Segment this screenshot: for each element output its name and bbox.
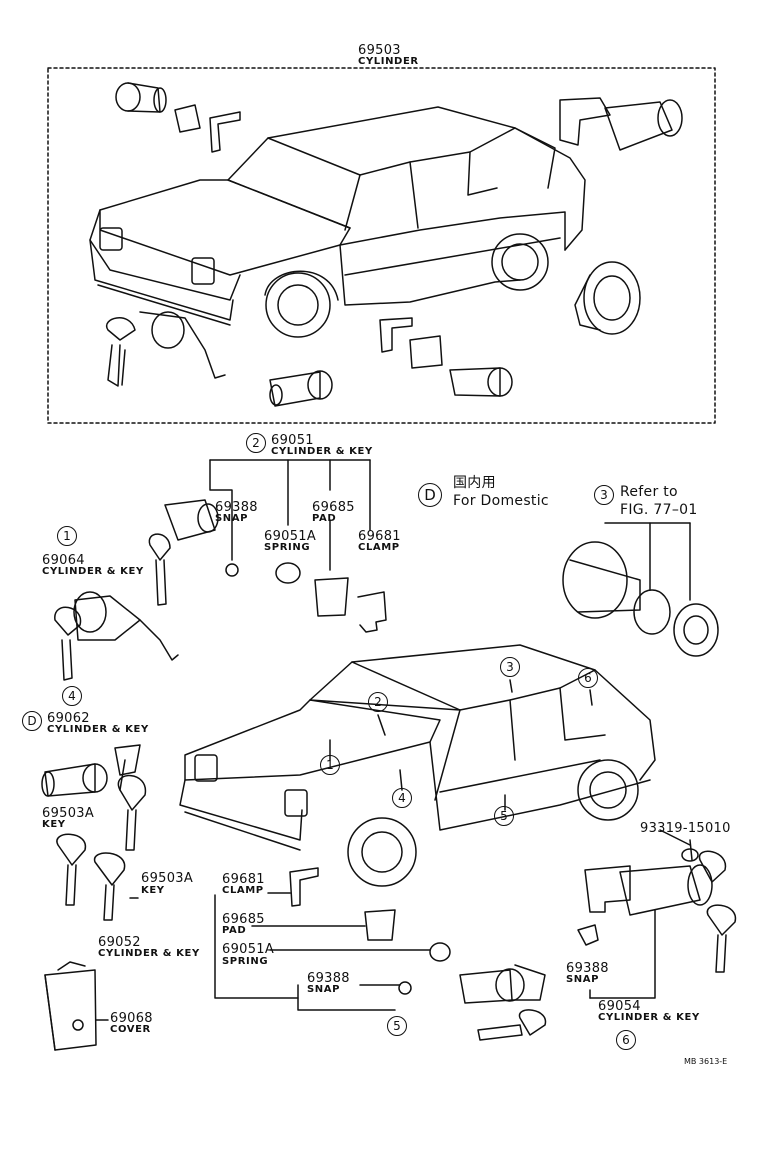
group-1-part-number: 69064 [42,553,85,568]
spring-part-name: SPRING [264,542,311,553]
leader-4 [399,769,403,791]
group-3-artwork [562,522,719,657]
bolt-leader [659,829,691,846]
callout-d-group: D [22,711,42,731]
top-car [89,106,586,338]
leader-6 [589,689,593,706]
leader-3 [509,679,513,693]
legend-japanese-text: 国内用 [453,475,496,491]
g5-pad-part-name: PAD [222,925,247,936]
car-callout-5: 5 [494,806,514,826]
top-dashed-frame [47,67,716,424]
g5-pad-part-number: 69685 [222,912,265,927]
car-callout-2: 2 [368,692,388,712]
g6-snap-part-name: SNAP [566,974,600,985]
legend-english-text: For Domestic [453,493,549,509]
group-2-artwork [148,459,387,633]
group-2-part-number: 69051 [271,433,314,448]
g5-cylinder-part-number: 69052 [98,935,141,950]
g5-spring-part-number: 69051A [222,942,275,957]
group-5-artwork [214,867,547,1041]
g5-cylinder-part-name: CYLINDER & KEY [98,948,200,959]
callout-1-group: 1 [57,526,77,546]
clamp-part-name: CLAMP [358,542,400,553]
g6-snap-part-number: 69388 [566,961,609,976]
cylinder-part-number: 69503 [358,43,401,58]
g5-spring-part-name: SPRING [222,956,269,967]
g6-cylinder-part-number: 69054 [598,999,641,1014]
key-right-part-name: KEY [141,885,165,896]
car-callout-3: 3 [500,657,520,677]
legend-domestic-marker: D [418,483,442,507]
callout-3-group: 3 [594,485,614,505]
cylinder-part-name: CYLINDER [358,56,419,67]
leader-2 [377,714,386,736]
snap-part-name: SNAP [215,513,249,524]
cover-artwork [44,961,109,1051]
key-right-part-number: 69503A [141,871,194,886]
key-left-part-name: KEY [42,819,66,830]
spring-part-number: 69051A [264,529,317,544]
g5-snap-part-number: 69388 [307,971,350,986]
bolt-part-number: 93319-15010 [640,821,731,836]
group-4-part-number: 69062 [47,711,90,726]
callout-5-group: 5 [387,1016,407,1036]
refer-line-1: Refer to [620,484,678,500]
cover-part-number: 69068 [110,1011,153,1026]
g5-clamp-part-number: 69681 [222,872,265,887]
car-callout-6: 6 [578,668,598,688]
car-callout-1: 1 [320,755,340,775]
g6-cylinder-part-name: CYLINDER & KEY [598,1012,700,1023]
pad-part-number: 69685 [312,500,355,515]
group-4-part-name: CYLINDER & KEY [47,724,149,735]
refer-line-2: FIG. 77–01 [620,502,698,518]
g5-snap-part-name: SNAP [307,984,341,995]
group-4-artwork [41,744,146,921]
g5-clamp-part-name: CLAMP [222,885,264,896]
top-parts [105,82,683,407]
pad-part-name: PAD [312,513,337,524]
group-2-part-name: CYLINDER & KEY [271,446,373,457]
callout-6-group: 6 [616,1030,636,1050]
group-1-artwork [54,591,179,681]
key-left-part-number: 69503A [42,806,95,821]
diagram-code: MB 3613-E [684,1057,728,1066]
cover-part-name: COVER [110,1024,151,1035]
car-callout-4: 4 [392,788,412,808]
clamp-part-number: 69681 [358,529,401,544]
callout-4-under-group-1: 4 [62,686,82,706]
snap-part-number: 69388 [215,500,258,515]
group-1-part-name: CYLINDER & KEY [42,566,144,577]
callout-2-group: 2 [246,433,266,453]
group-6-artwork [577,839,736,999]
